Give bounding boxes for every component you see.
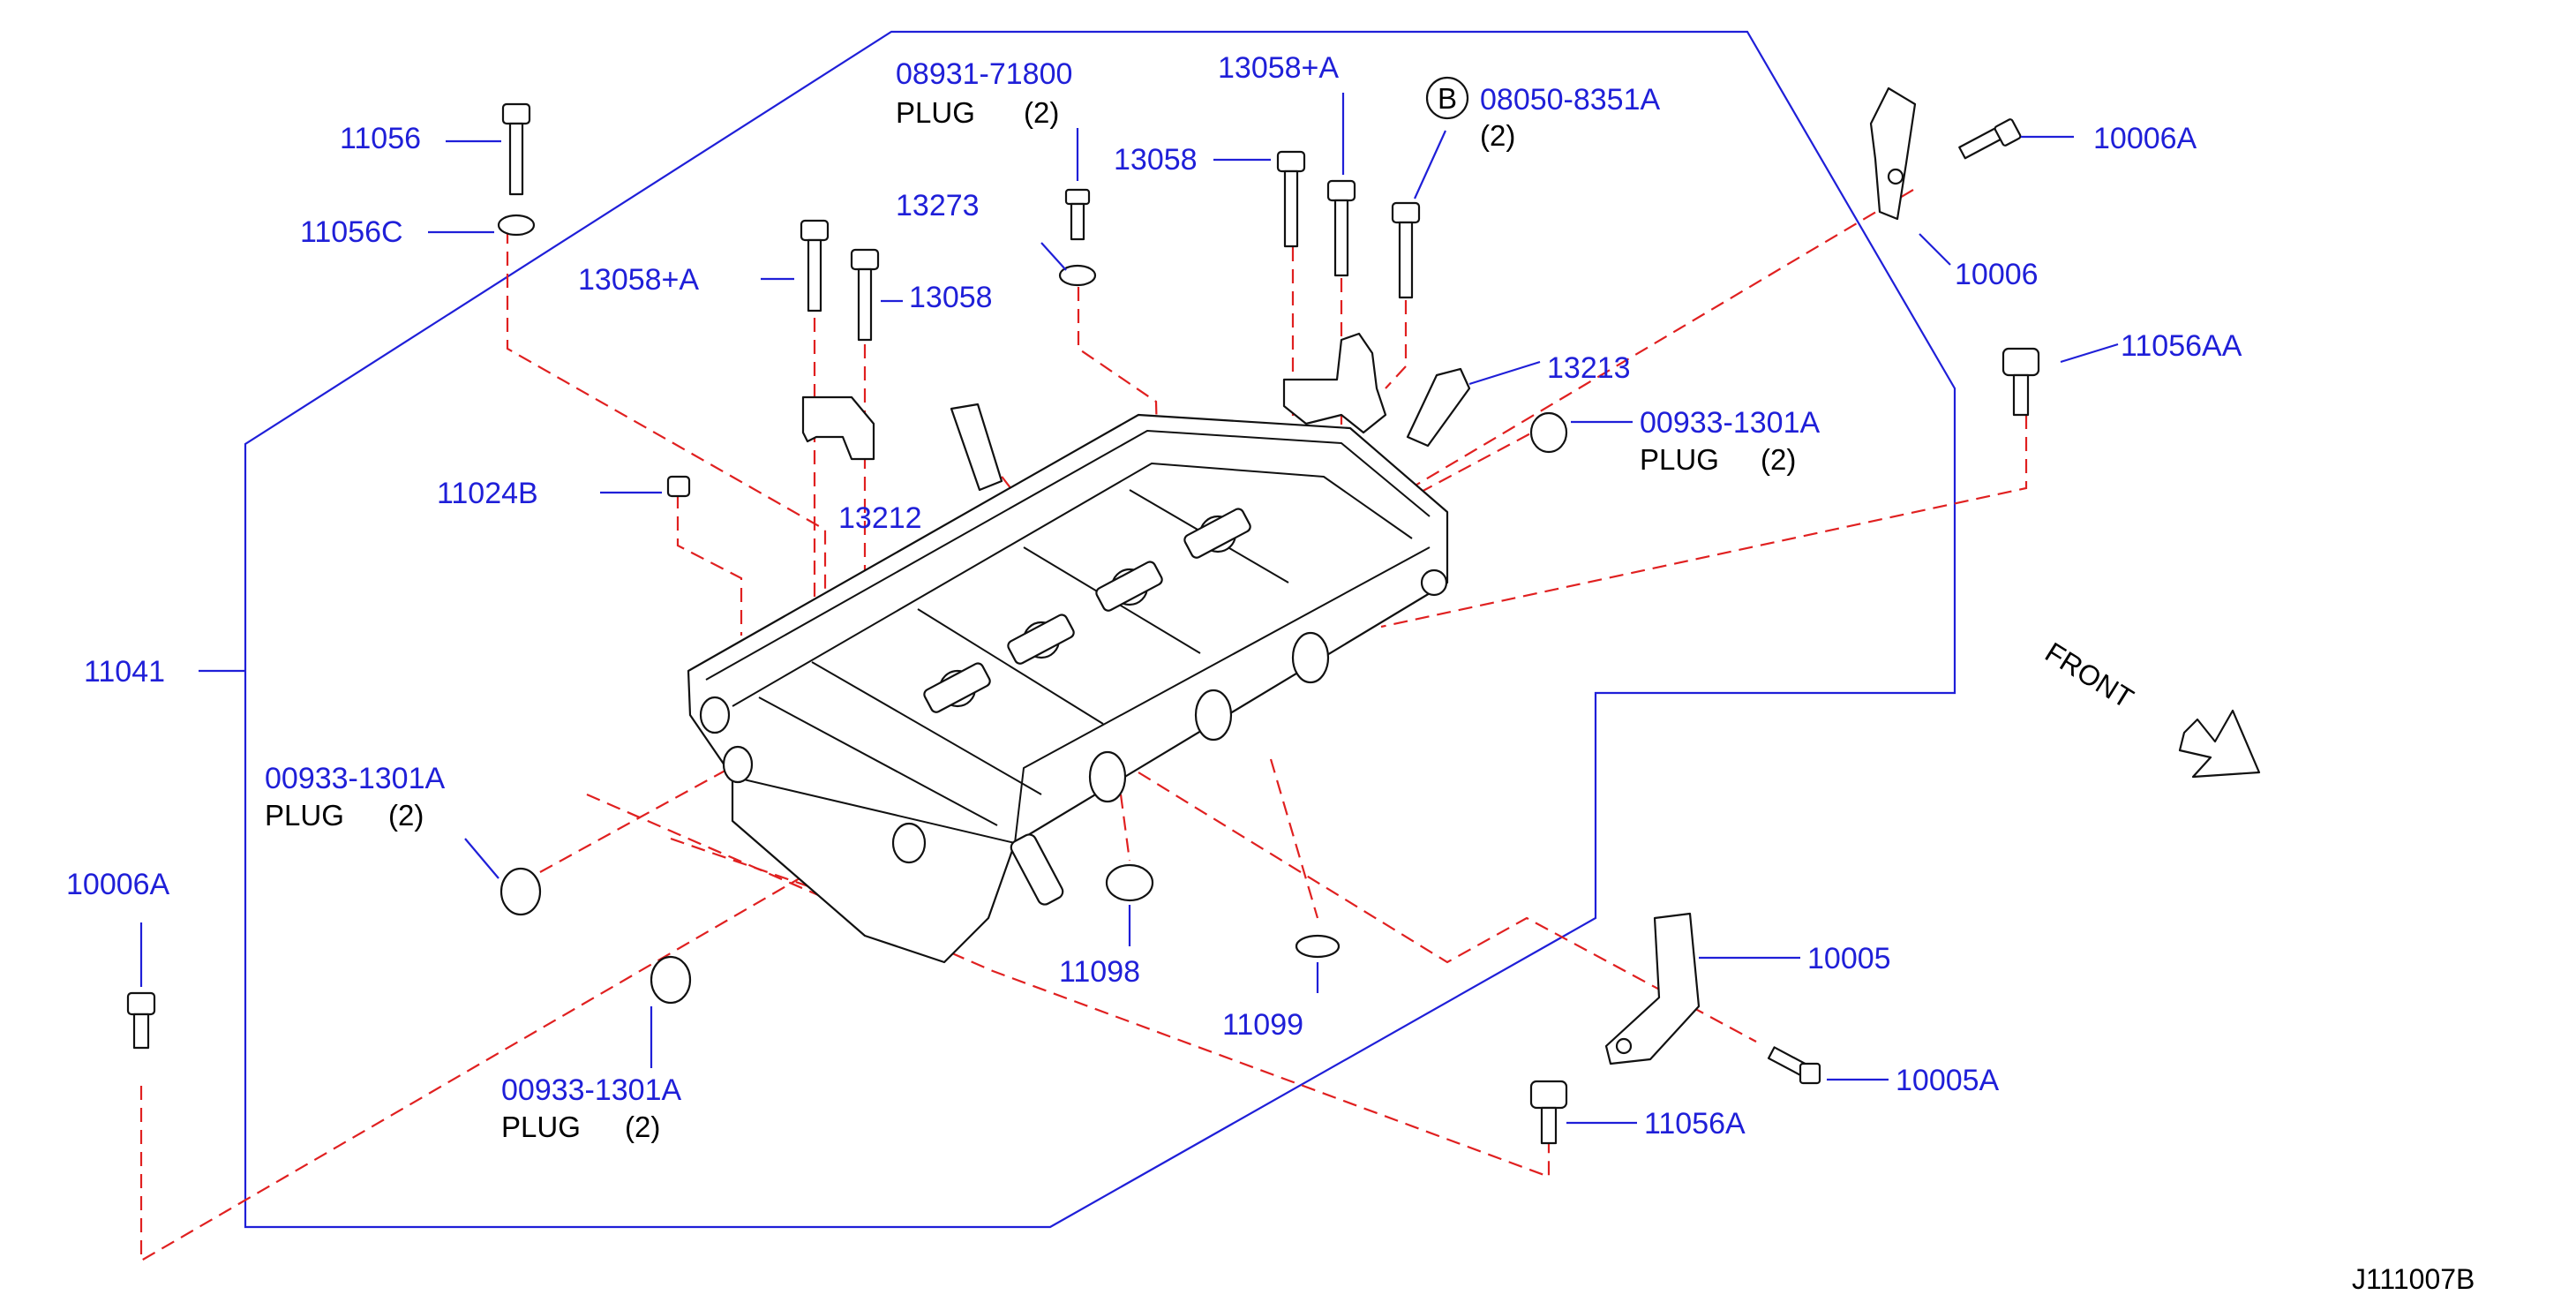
- front-label: FRONT: [2039, 636, 2139, 714]
- part-label-00933-1301a-bottom[interactable]: 00933-1301A: [501, 1073, 682, 1107]
- part-qty-right: (2): [1761, 443, 1796, 476]
- washer-11056c-icon: [497, 214, 536, 237]
- part-label-11056a[interactable]: 11056A: [1644, 1107, 1746, 1141]
- assembly-boundary-line: [244, 30, 1956, 1229]
- part-label-11056aa[interactable]: 11056AA: [2121, 329, 2242, 363]
- cylinder-head: [687, 413, 1449, 964]
- bolt-13058-a-top-icon: [1326, 179, 1356, 277]
- part-label-13058a-top[interactable]: 13058+A: [1218, 51, 1339, 85]
- plug-00933-left-icon: [499, 867, 542, 916]
- part-qty-08050: (2): [1480, 119, 1515, 152]
- bolt-10005a-icon: [1767, 1046, 1821, 1085]
- plug-11024b-icon: [666, 475, 691, 498]
- b-reference-label: B: [1438, 82, 1457, 115]
- part-label-10006[interactable]: 10006: [1955, 258, 2039, 291]
- part-qty-08931: (2): [1024, 96, 1059, 129]
- bolt-13058-left-a-icon: [800, 219, 830, 312]
- bracket-10005-icon: [1604, 912, 1701, 1065]
- part-desc-plug-right: PLUG: [1640, 443, 1719, 476]
- part-label-10005a[interactable]: 10005A: [1896, 1064, 2000, 1097]
- part-label-08050-8351a[interactable]: 08050-8351A: [1480, 83, 1661, 117]
- bolt-10006a-top-icon: [1958, 118, 2022, 160]
- part-label-13273[interactable]: 13273: [896, 189, 980, 222]
- part-label-11024b[interactable]: 11024B: [437, 477, 538, 510]
- cam-bracket-right-icon: [1282, 332, 1387, 434]
- part-qty-bottom: (2): [625, 1110, 660, 1143]
- plug-00933-right-icon: [1529, 411, 1568, 454]
- part-label-13058a-left[interactable]: 13058+A: [578, 263, 699, 297]
- part-label-13213[interactable]: 13213: [1547, 351, 1631, 385]
- part-label-10006a-top[interactable]: 10006A: [2093, 122, 2197, 155]
- part-label-00933-1301a-right[interactable]: 00933-1301A: [1640, 406, 1821, 440]
- bolt-11056-icon: [501, 102, 531, 196]
- part-label-11098[interactable]: 11098: [1059, 955, 1140, 989]
- part-qty-left: (2): [388, 799, 424, 832]
- cam-bracket-left-icon: [801, 395, 875, 461]
- washer-13273-icon: [1058, 264, 1097, 287]
- bolt-11056a-icon: [1529, 1080, 1568, 1145]
- diagram-id: J111007B: [2352, 1263, 2475, 1295]
- tube-13212-icon: [950, 403, 1003, 492]
- part-label-13058-left[interactable]: 13058: [909, 281, 993, 314]
- plug-00933-bottom-icon: [650, 955, 692, 1005]
- bolt-08050-icon: [1391, 201, 1421, 299]
- front-direction-indicator: FRONT: [2039, 636, 2261, 779]
- bolt-10006a-left-icon: [126, 991, 156, 1050]
- part-label-11041[interactable]: 11041: [84, 655, 165, 689]
- tube-13213-icon: [1406, 367, 1471, 448]
- part-label-13212[interactable]: 13212: [838, 501, 922, 535]
- part-label-13058-top[interactable]: 13058: [1114, 143, 1198, 177]
- part-label-08931-71800[interactable]: 08931-71800: [896, 57, 1072, 91]
- seal-11099-icon: [1295, 934, 1341, 959]
- part-desc-plug-left: PLUG: [265, 799, 344, 832]
- part-label-11056c[interactable]: 11056C: [300, 215, 403, 249]
- bolt-13058-top-icon: [1276, 150, 1306, 248]
- plug-08931-icon: [1064, 188, 1091, 241]
- part-desc-plug-bottom: PLUG: [501, 1110, 581, 1143]
- bolt-11056aa-icon: [2001, 347, 2040, 417]
- part-desc-plug-08931: PLUG: [896, 96, 975, 129]
- bolt-13058-left-icon: [850, 248, 880, 342]
- b-reference-circle: [1425, 76, 1469, 120]
- leader-lines: [139, 93, 2119, 1125]
- part-label-10006a-left[interactable]: 10006A: [66, 868, 170, 901]
- part-label-11099[interactable]: 11099: [1222, 1008, 1303, 1042]
- front-arrow-icon: [2178, 709, 2261, 779]
- bracket-10006-icon: [1869, 87, 1917, 221]
- part-label-00933-1301a-left[interactable]: 00933-1301A: [265, 762, 446, 795]
- part-label-10005[interactable]: 10005: [1807, 942, 1891, 975]
- seal-11098-icon: [1105, 863, 1154, 902]
- part-label-11056[interactable]: 11056: [340, 122, 421, 155]
